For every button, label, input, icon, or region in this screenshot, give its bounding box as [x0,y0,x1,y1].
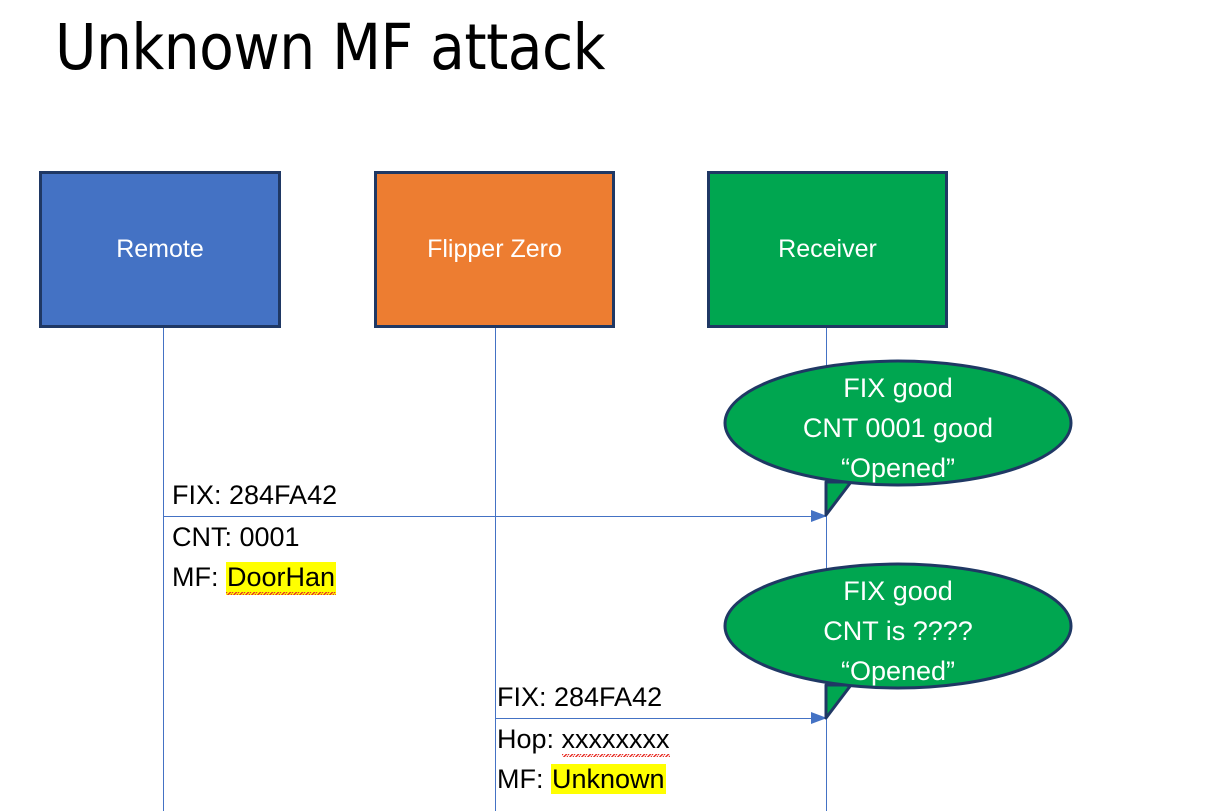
actor-label-receiver: Receiver [778,235,877,263]
actor-box-flipper[interactable]: Flipper Zero [374,171,615,328]
message-line-mf-2: MF: Unknown [497,759,670,799]
actor-label-remote: Remote [116,235,204,263]
page-title: Unknown MF attack [55,11,606,84]
lifeline-flipper [495,328,496,811]
message-line-hop: Hop: xxxxxxxx [497,719,670,759]
message-line-cnt: CNT: 0001 [172,522,300,552]
callout-bubble-shape-2 [723,562,1073,720]
message-label-flipper-fix: FIX: 284FA42 [497,677,662,717]
message-line-hop-value: xxxxxxxx [561,724,670,757]
message-line-hop-prefix: Hop: [497,724,562,754]
message-line-fix-2: FIX: 284FA42 [497,682,663,712]
message-label-remote-fix: FIX: 284FA42 [172,475,337,515]
callout-second-reception[interactable]: FIX good CNT is ???? “Opened” [723,562,1073,723]
message-line-fix: FIX: 284FA42 [172,480,338,510]
message-line-mf: MF: DoorHan [172,557,337,597]
message-label-flipper-details: Hop: xxxxxxxx MF: Unknown [497,719,670,799]
message-line-mf-prefix: MF: [172,562,226,592]
message-label-remote-details: CNT: 0001 MF: DoorHan [172,517,337,597]
message-line-mf-value: DoorHan [226,562,337,595]
lifeline-remote [163,328,164,811]
message-arrow-flipper-to-receiver[interactable] [495,712,827,724]
callout-first-reception[interactable]: FIX good CNT 0001 good “Opened” [723,359,1073,520]
message-line-mf-2-value: Unknown [551,764,666,794]
callout-bubble-shape [723,359,1073,517]
message-arrow-remote-to-receiver[interactable] [163,510,827,522]
actor-box-receiver[interactable]: Receiver [707,171,948,328]
message-line-mf-2-prefix: MF: [497,764,551,794]
actor-box-remote[interactable]: Remote [39,171,281,328]
actor-label-flipper: Flipper Zero [427,235,562,263]
